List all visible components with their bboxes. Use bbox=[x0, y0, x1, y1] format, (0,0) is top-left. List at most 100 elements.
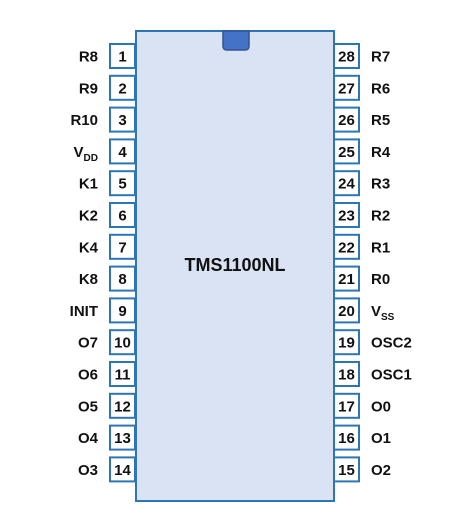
pin-3: 3 R10 bbox=[70, 106, 136, 133]
pin-label: K1 bbox=[79, 176, 98, 193]
pin-box bbox=[109, 297, 136, 324]
pin-19: 19 OSC2 bbox=[333, 329, 412, 356]
pin-number: 7 bbox=[118, 239, 126, 256]
pin-label: R8 bbox=[79, 49, 98, 66]
pin-box bbox=[109, 329, 136, 356]
pin-label-text: K8 bbox=[79, 271, 98, 288]
pin-label-text: K1 bbox=[79, 176, 98, 193]
pin-label: O6 bbox=[78, 367, 98, 384]
pin-number: 6 bbox=[118, 208, 126, 225]
pin-number: 22 bbox=[338, 239, 355, 256]
pin-number: 19 bbox=[338, 335, 355, 352]
pin-label: K8 bbox=[79, 271, 98, 288]
pin-box bbox=[109, 265, 136, 292]
pin-number: 25 bbox=[338, 144, 355, 161]
pin-label-subscript: DD bbox=[84, 153, 98, 164]
pin-box bbox=[333, 74, 360, 101]
pin-box bbox=[333, 265, 360, 292]
pin-label: R0 bbox=[371, 271, 390, 288]
pin-label: OSC1 bbox=[371, 367, 412, 384]
pin-label: O0 bbox=[371, 398, 391, 415]
pin-number: 8 bbox=[118, 271, 126, 288]
pin-box bbox=[109, 456, 136, 483]
pin-label: VSS bbox=[371, 303, 395, 323]
pin-label-text: O6 bbox=[78, 367, 98, 384]
pin-box bbox=[333, 392, 360, 419]
pin-label: O4 bbox=[78, 430, 99, 447]
chip-body bbox=[135, 30, 335, 502]
pin-label-text: R3 bbox=[371, 176, 390, 193]
pin-label: O5 bbox=[78, 398, 98, 415]
pin-15: 15 O2 bbox=[333, 456, 391, 483]
pin-number: 5 bbox=[118, 176, 126, 193]
pin-label-text: R0 bbox=[371, 271, 390, 288]
pin-number: 9 bbox=[118, 303, 126, 320]
pin-box bbox=[109, 106, 136, 133]
pin-number: 13 bbox=[114, 430, 131, 447]
pin-label: O1 bbox=[371, 430, 391, 447]
pin-label-text: R10 bbox=[70, 112, 98, 129]
pin-6: 6 K2 bbox=[79, 202, 136, 228]
pin-label-text: R6 bbox=[371, 80, 390, 97]
pin-label: R6 bbox=[371, 80, 390, 97]
pin-label-text: R1 bbox=[371, 239, 390, 256]
left-pin-column: 1R82R93R104VDD5K16K27K48K89INIT10O711O61… bbox=[70, 43, 136, 483]
pin-label: O3 bbox=[78, 462, 98, 479]
pin-box bbox=[333, 424, 360, 451]
pin-box bbox=[333, 456, 360, 483]
pin-box bbox=[333, 297, 360, 324]
pin-label-text: R8 bbox=[79, 49, 98, 66]
pin-box bbox=[109, 43, 136, 69]
pin-box bbox=[333, 138, 360, 165]
pin-box bbox=[333, 202, 360, 228]
pin-label: K4 bbox=[79, 239, 99, 256]
pin-number: 11 bbox=[115, 367, 131, 384]
pin-label-text: OSC2 bbox=[371, 335, 412, 352]
pin-box bbox=[333, 329, 360, 356]
pin-label-text: INIT bbox=[70, 303, 98, 320]
pin-number: 12 bbox=[114, 398, 131, 415]
pin-5: 5 K1 bbox=[79, 170, 136, 197]
pin-1: 1R8 bbox=[79, 43, 136, 69]
pin-label: K2 bbox=[79, 208, 98, 225]
chip-name: TMS1100NL bbox=[184, 255, 285, 275]
pin-box bbox=[109, 202, 136, 228]
pin-label-text: R5 bbox=[371, 112, 390, 129]
pin-number: 15 bbox=[338, 462, 355, 479]
pin-label-text: R7 bbox=[371, 49, 390, 66]
pin-9: 9 INIT bbox=[70, 297, 136, 324]
pin-number: 23 bbox=[338, 208, 355, 225]
pin-label: R4 bbox=[371, 144, 391, 161]
pin-label: R5 bbox=[371, 112, 390, 129]
pin-label: R2 bbox=[371, 208, 390, 225]
pin-22: 22 R1 bbox=[333, 233, 390, 260]
pin-13: 13 O4 bbox=[78, 424, 136, 451]
pin-label-text: O2 bbox=[371, 462, 391, 479]
pin-box bbox=[333, 106, 360, 133]
pin-18: 18 OSC1 bbox=[333, 361, 412, 387]
pin-label-text: OSC1 bbox=[371, 367, 412, 384]
pin-number: 4 bbox=[118, 144, 127, 161]
pin-11: 11 O6 bbox=[78, 361, 136, 387]
pin-label: R10 bbox=[70, 112, 98, 129]
pin-label-text: V bbox=[371, 303, 381, 320]
pin-number: 3 bbox=[118, 112, 126, 129]
pin-7: 7 K4 bbox=[79, 233, 136, 260]
pin-box bbox=[109, 138, 136, 165]
pin-label-text: R2 bbox=[371, 208, 390, 225]
pin-box bbox=[333, 43, 360, 69]
pin-label: R3 bbox=[371, 176, 390, 193]
pin-number: 2 bbox=[118, 80, 126, 97]
pin-number: 18 bbox=[338, 367, 355, 384]
pin-label-text: R9 bbox=[79, 80, 98, 97]
pin-number: 16 bbox=[338, 430, 355, 447]
pin-number: 10 bbox=[114, 335, 131, 352]
pin-box bbox=[333, 233, 360, 260]
